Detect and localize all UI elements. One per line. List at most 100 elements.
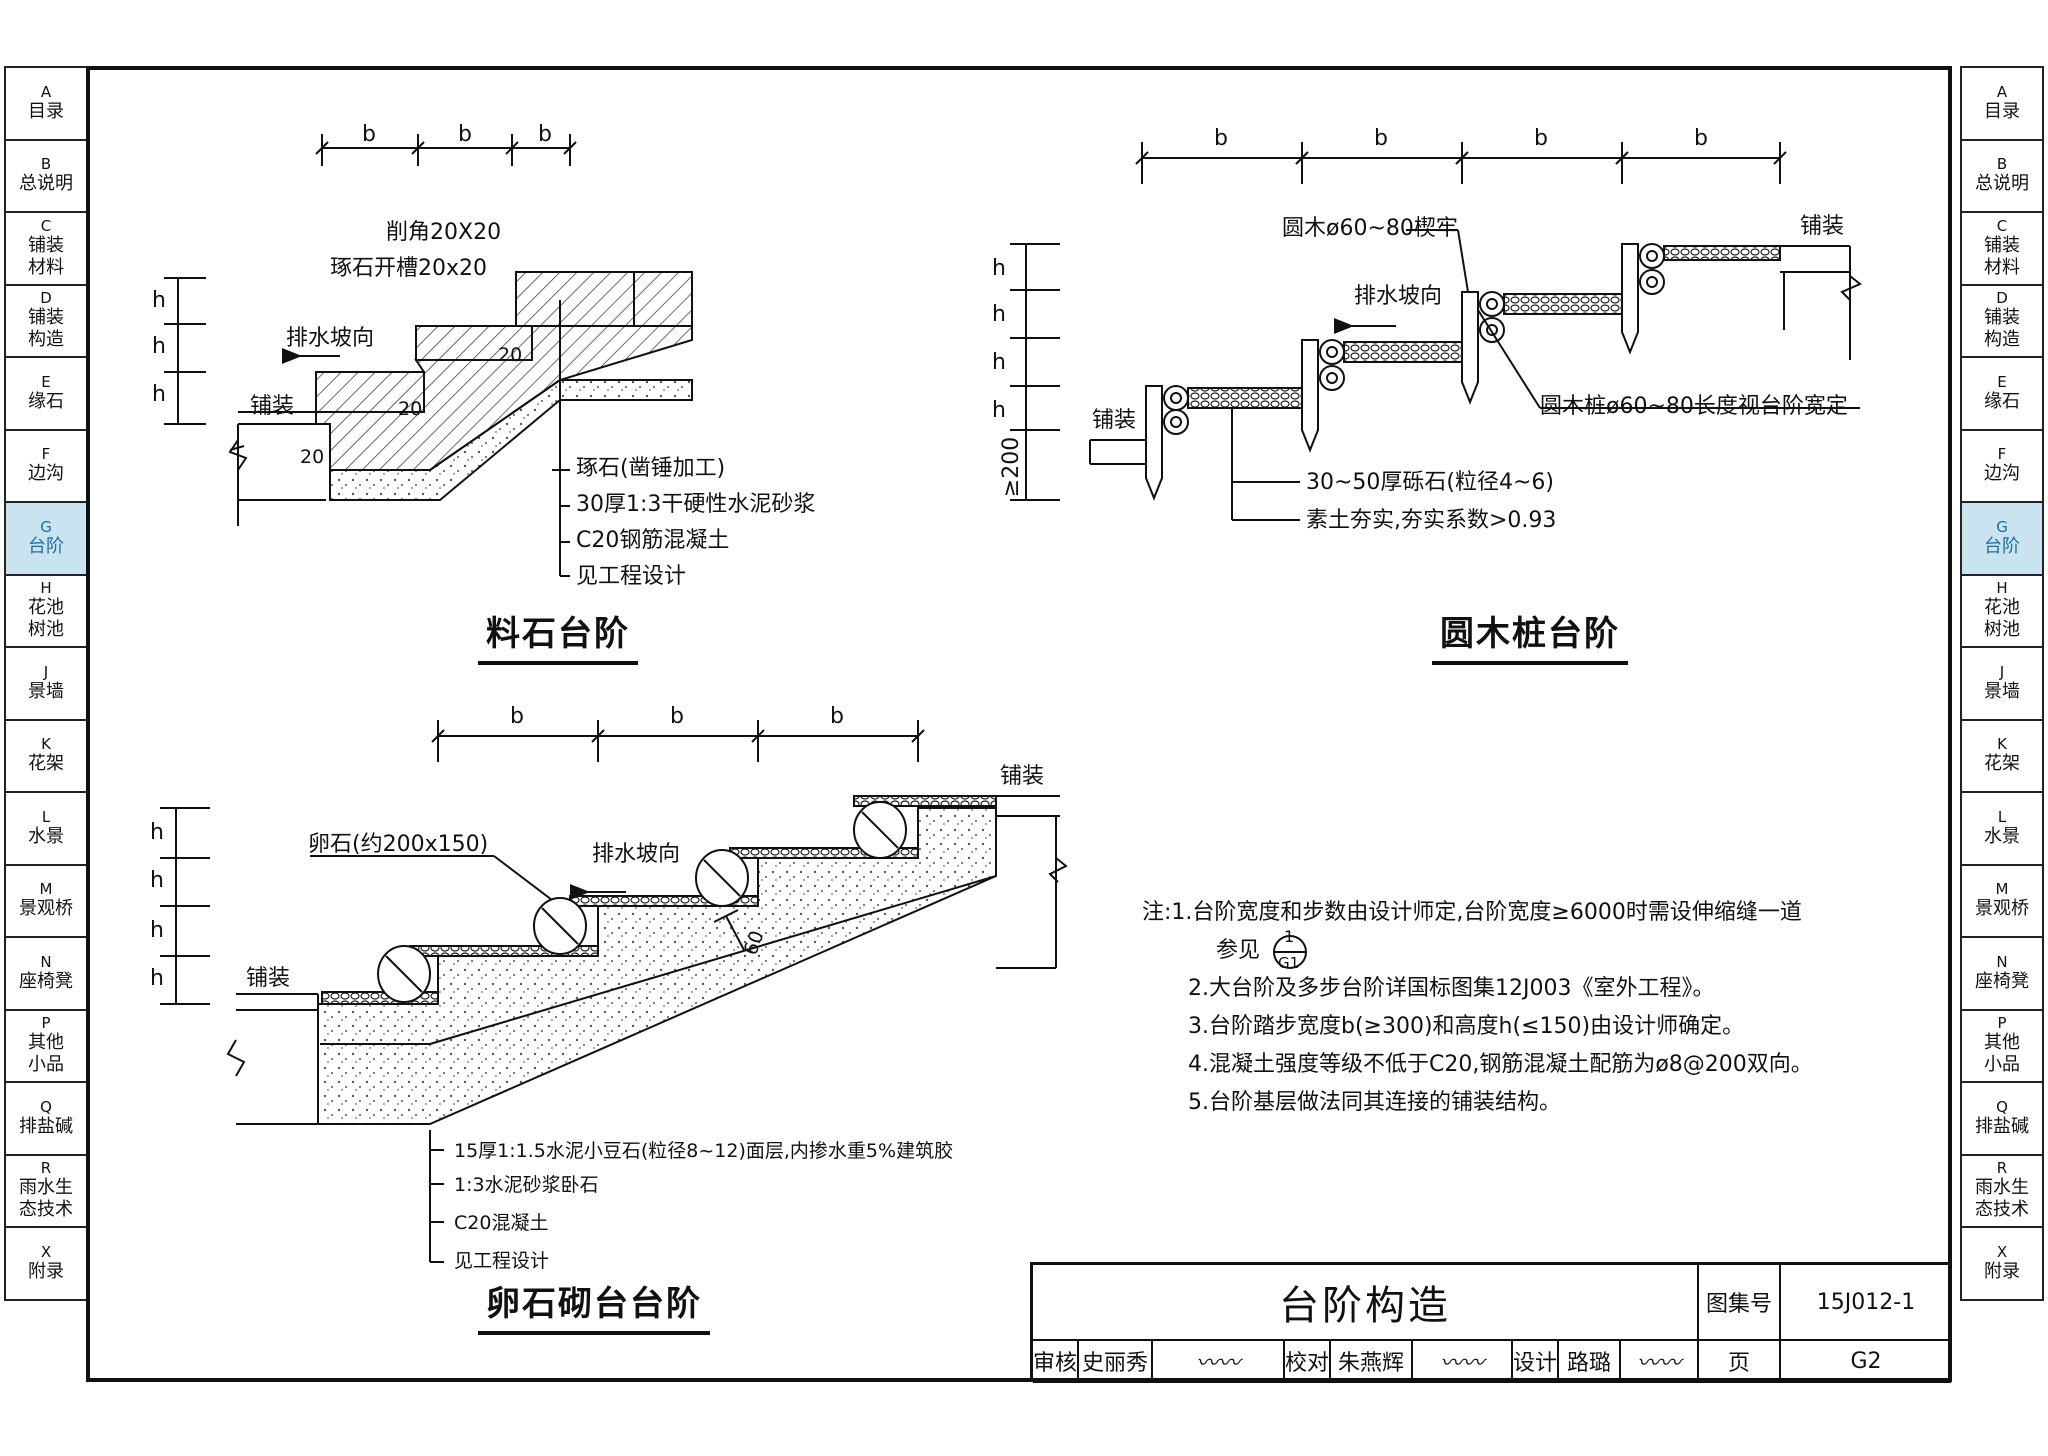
paving-label: 铺装 bbox=[246, 966, 291, 991]
atlas-number: 15J012-1 bbox=[1781, 1265, 1951, 1341]
chapter-label: 铺装 bbox=[1984, 234, 2020, 256]
dim-b: b bbox=[1694, 126, 1708, 151]
dim-h: h bbox=[150, 918, 164, 943]
drain-direction-label: 排水坡向 bbox=[286, 326, 375, 351]
chapter-label: 水景 bbox=[1984, 825, 2020, 847]
chapter-label: 座椅凳 bbox=[19, 970, 73, 992]
chapter-code: B bbox=[1996, 155, 2008, 174]
chapter-label: 树池 bbox=[28, 619, 64, 641]
log-top-label: 圆木ø60~80楔牢 bbox=[1282, 216, 1458, 241]
chapter-code: C bbox=[40, 216, 52, 235]
gravel-label: 30~50厚砾石(粒径4~6) bbox=[1306, 470, 1555, 495]
chapter-code: A bbox=[1996, 82, 2008, 101]
depth-label: ≥200 bbox=[999, 436, 1025, 498]
dim-20: 20 bbox=[398, 398, 423, 420]
chapter-code: C bbox=[1996, 216, 2008, 235]
chapter-label: 花架 bbox=[1984, 753, 2020, 775]
chapter-label: 缘石 bbox=[28, 390, 64, 412]
chapter-label: 总说明 bbox=[19, 173, 73, 195]
drawing-frame bbox=[86, 66, 1952, 1382]
chapter-label: 景观桥 bbox=[19, 898, 73, 920]
chapter-label: 目录 bbox=[1984, 100, 2020, 122]
chapter-label: 其他 bbox=[28, 1032, 64, 1054]
chapter-label: 座椅凳 bbox=[1975, 970, 2029, 992]
chapter-label: 小品 bbox=[1984, 1054, 2020, 1076]
checker-name: 朱燕辉 bbox=[1331, 1341, 1413, 1383]
stake-label: 圆木桩ø60~80长度视台阶宽定 bbox=[1540, 394, 1848, 419]
chapter-label: 附录 bbox=[28, 1260, 64, 1282]
chapter-code: G bbox=[40, 517, 52, 536]
chapter-code: E bbox=[1997, 372, 2007, 391]
chapter-label: 材料 bbox=[28, 256, 64, 278]
dim-h: h bbox=[152, 334, 166, 359]
chapter-label: 构造 bbox=[1984, 329, 2020, 351]
chapter-label: 铺装 bbox=[28, 234, 64, 256]
chapter-label: 材料 bbox=[1984, 256, 2020, 278]
review-label: 审核 bbox=[1033, 1341, 1079, 1383]
chapter-code: G bbox=[1996, 517, 2008, 536]
groove-label: 琢石开槽20x20 bbox=[330, 256, 488, 281]
dim-20: 20 bbox=[498, 344, 523, 366]
sheet-title: 台阶构造 bbox=[1033, 1265, 1699, 1341]
chapter-label: 花池 bbox=[1984, 597, 2020, 619]
log-steps-detail bbox=[1010, 142, 1862, 521]
chapter-code: K bbox=[1997, 735, 2007, 754]
chapter-label: 台阶 bbox=[1984, 535, 2020, 557]
drain-direction-label: 排水坡向 bbox=[1354, 284, 1443, 309]
ref-sheet: G1 bbox=[1278, 954, 1300, 972]
notes-block: 注:1.台阶宽度和步数由设计师定,台阶宽度≥6000时需设伸缩缝一道 参见 2.… bbox=[1142, 894, 1813, 1122]
chapter-code: F bbox=[41, 445, 51, 464]
chapter-label: 附录 bbox=[1984, 1260, 2020, 1282]
dim-b: b bbox=[830, 704, 844, 729]
note-item: 2.大台阶及多步台阶详国标图集12J003《室外工程》。 bbox=[1188, 976, 1715, 1001]
chapter-label: 台阶 bbox=[28, 535, 64, 557]
chapter-label: 树池 bbox=[1984, 619, 2020, 641]
dim-b: b bbox=[362, 122, 376, 147]
dim-h: h bbox=[992, 302, 1006, 327]
notes-prefix: 注: bbox=[1142, 900, 1172, 925]
note-item: 5.台阶基层做法同其连接的铺装结构。 bbox=[1188, 1090, 1561, 1115]
ref-number: 1 bbox=[1284, 927, 1295, 946]
pebble-steps-detail bbox=[160, 720, 1068, 1263]
chapter-code: K bbox=[41, 735, 51, 754]
chapter-code: R bbox=[1996, 1159, 2008, 1178]
page-label: 页 bbox=[1699, 1341, 1781, 1383]
title-block: 台阶构造 图集号 15J012-1 审核 史丽秀 〰〰 校对 朱燕辉 〰〰 设计… bbox=[1030, 1262, 1951, 1383]
layer-label: C20钢筋混凝土 bbox=[576, 528, 730, 553]
